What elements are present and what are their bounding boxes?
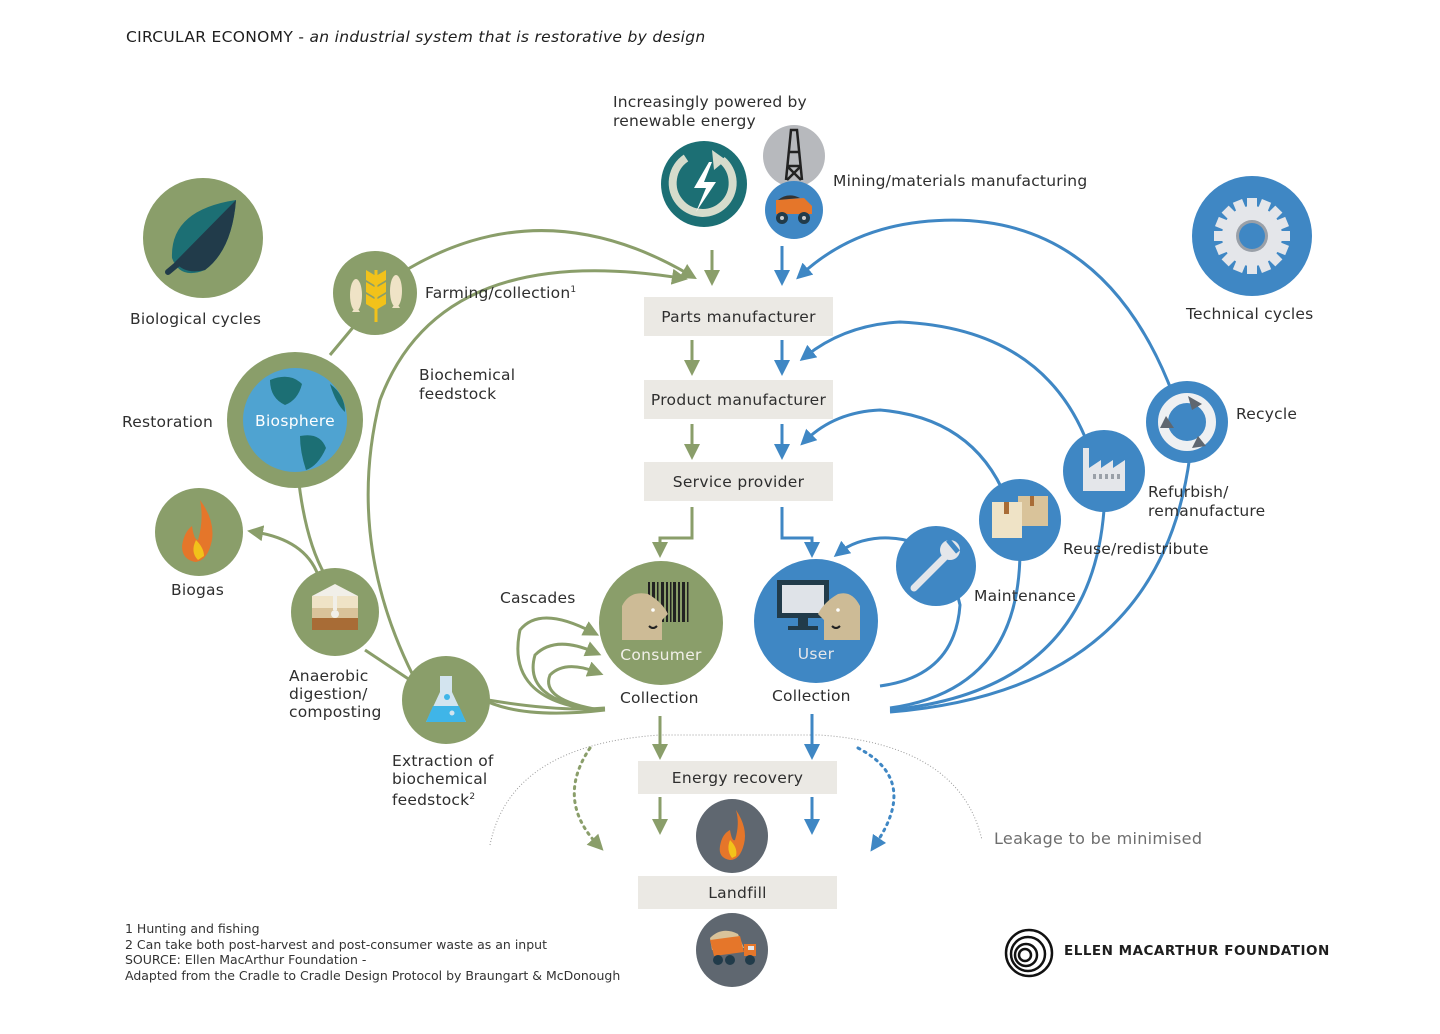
- chain-blue-arrows: [774, 246, 820, 835]
- energy-label: Increasingly powered by renewable energy: [613, 93, 807, 130]
- cascade-2: [531, 641, 602, 712]
- foundation-name: ELLEN MACARTHUR FOUNDATION: [1064, 943, 1330, 959]
- user-label: User: [797, 645, 835, 663]
- flow-biosphere-anaerobic: [296, 474, 327, 576]
- biogas-icon: [155, 488, 243, 576]
- flow-biochemical-feedstock: [366, 268, 688, 716]
- boxes-icon: [979, 479, 1061, 561]
- cascade-1: [516, 616, 600, 712]
- oil-derrick-icon: [763, 125, 825, 187]
- restoration-label: Restoration: [122, 413, 214, 431]
- leaf-icon: [143, 178, 263, 298]
- service-provider-box: Service provider: [644, 462, 833, 501]
- consumer-collection-label: Collection: [620, 689, 699, 707]
- chain-green-arrows: [652, 250, 720, 835]
- landfill-box: Landfill: [638, 876, 837, 909]
- biosphere-icon: [227, 352, 363, 488]
- biogas-label: Biogas: [171, 581, 225, 599]
- cascades-label: Cascades: [500, 589, 576, 607]
- flow-anaerobic-extraction: [364, 648, 411, 682]
- leakage-label: Leakage to be minimised: [994, 829, 1203, 848]
- consumer-icon: [599, 561, 723, 685]
- title-subtitle: an industrial system that is restorative…: [309, 28, 706, 46]
- flow-recycle-loop: [796, 218, 1192, 714]
- biochemical-feedstock-label: Biochemical feedstock: [419, 366, 516, 403]
- cascade-3: [547, 661, 604, 712]
- farming-label: Farming/collection1: [425, 284, 577, 303]
- anaerobic-digestion-icon: [291, 568, 379, 656]
- farming-icon: [333, 251, 417, 335]
- technical-flows: [796, 218, 1192, 714]
- extraction-label: Extraction of biochemical feedstock2: [392, 752, 494, 810]
- gear-icon: [1192, 176, 1312, 296]
- user-collection-label: Collection: [772, 687, 851, 705]
- mining-label: Mining/materials manufacturing: [833, 172, 1088, 190]
- foundation-logo-icon: [1004, 928, 1054, 978]
- factory-icon: [1063, 430, 1145, 512]
- biological-flows: [247, 229, 697, 716]
- parts-manufacturer-box: Parts manufacturer: [644, 297, 833, 336]
- page-title: CIRCULAR ECONOMY - an industrial system …: [126, 28, 706, 46]
- energy-recovery-icon: [696, 799, 768, 873]
- title-main: CIRCULAR ECONOMY: [126, 28, 294, 46]
- source-line: SOURCE: Ellen MacArthur Foundation -: [125, 952, 367, 967]
- renewable-energy-icon: [661, 141, 747, 227]
- energy-recovery-box: Energy recovery: [638, 761, 837, 794]
- product-manufacturer-box: Product manufacturer: [644, 380, 833, 419]
- anaerobic-label: Anaerobic digestion/ composting: [289, 667, 382, 721]
- consumer-label: Consumer: [620, 646, 702, 664]
- leak-tech: [856, 746, 896, 852]
- maintenance-label: Maintenance: [974, 587, 1077, 605]
- dump-truck-icon: [696, 913, 768, 987]
- flow-farming-biosphere: [328, 324, 357, 356]
- adapted-line: Adapted from the Cradle to Cradle Design…: [125, 967, 621, 983]
- flow-anaerobic-biogas: [247, 525, 320, 576]
- footnote-1: 1 Hunting and fishing: [125, 921, 260, 936]
- biosphere-label: Biosphere: [255, 412, 335, 430]
- leak-bio: [572, 746, 604, 851]
- technical-cycles-label: Technical cycles: [1186, 305, 1314, 323]
- wrench-icon: [896, 526, 976, 606]
- footnotes: 1 Hunting and fishing 2 Can take both po…: [125, 921, 620, 983]
- mining-truck-icon: [765, 181, 823, 239]
- recycle-icon: [1146, 381, 1228, 463]
- biological-cycles-label: Biological cycles: [130, 310, 262, 328]
- recycle-label: Recycle: [1236, 405, 1298, 423]
- flow-reuse-loop: [800, 408, 1022, 710]
- reuse-label: Reuse/redistribute: [1063, 540, 1209, 558]
- footnote-2: 2 Can take both post-harvest and post-co…: [125, 936, 547, 952]
- user-icon: [754, 559, 878, 683]
- flow-refurbish-loop: [799, 320, 1106, 712]
- refurbish-label: Refurbish/ remanufacture: [1148, 483, 1266, 520]
- flask-icon: [402, 656, 490, 744]
